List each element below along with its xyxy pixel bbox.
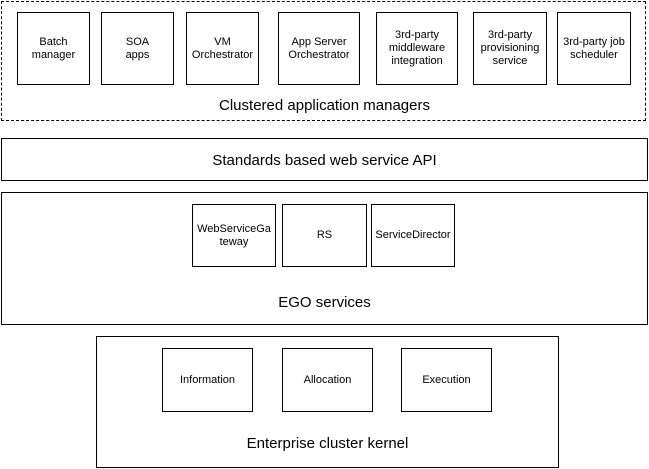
clustered-application-managers-group (1, 1, 646, 121)
node-rs: RS (282, 204, 367, 267)
node-soa-apps: SOA apps (101, 12, 174, 85)
node-webservicegateway: WebServiceGa teway (192, 204, 276, 267)
node-execution: Execution (401, 348, 492, 412)
node-servicedirector: ServiceDirector (371, 204, 455, 267)
enterprise-cluster-kernel-label: Enterprise cluster kernel (246, 435, 409, 452)
node-middleware-integration: 3rd-party middleware integration (376, 12, 458, 85)
ego-services-label: EGO services (278, 294, 371, 311)
node-app-server-orchestrator: App Server Orchestrator (278, 12, 360, 85)
web-service-api-label: Standards based web service API (212, 152, 437, 169)
node-information: Information (162, 348, 253, 412)
web-service-api-layer: Standards based web service API (1, 138, 648, 181)
clustered-application-managers-label: Clustered application managers (219, 97, 430, 114)
node-allocation: Allocation (282, 348, 373, 412)
node-provisioning-service: 3rd-party provisioning service (473, 12, 547, 85)
node-batch-manager: Batch manager (17, 12, 90, 85)
node-job-scheduler: 3rd-party job scheduler (557, 12, 631, 85)
node-vm-orchestrator: VM Orchestrator (186, 12, 259, 85)
